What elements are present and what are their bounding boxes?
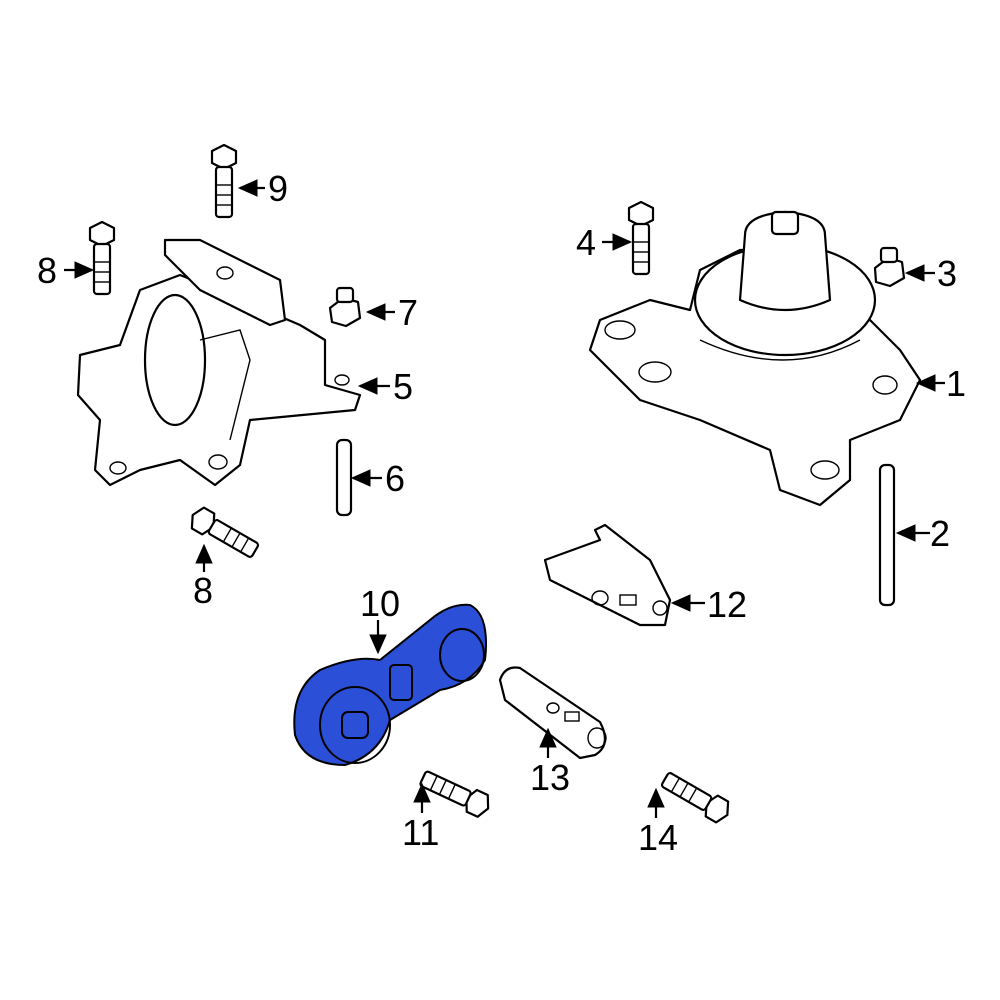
callout-1: 1 — [946, 363, 966, 404]
part-9-bolt — [210, 143, 238, 219]
part-12-bracket — [543, 523, 672, 627]
callout-9: 9 — [268, 168, 288, 209]
callout-8-bottom: 8 — [193, 570, 213, 611]
part-10-torque-rod — [293, 603, 487, 766]
callout-12: 12 — [707, 584, 747, 625]
callout-4: 4 — [576, 222, 596, 263]
callout-14: 14 — [638, 817, 678, 858]
part-2-stud — [878, 463, 896, 607]
callout-10: 10 — [360, 583, 400, 624]
callout-8-top: 8 — [37, 250, 57, 291]
callout-11: 11 — [402, 812, 439, 853]
part-7-nut — [328, 286, 362, 328]
callout-6: 6 — [385, 458, 405, 499]
part-4-bolt — [627, 200, 655, 276]
callout-13: 13 — [530, 757, 570, 798]
callout-3: 3 — [937, 253, 957, 294]
part-6-stud — [335, 438, 353, 517]
part-1-engine-mount — [588, 210, 922, 507]
callout-7: 7 — [398, 292, 418, 333]
callout-5: 5 — [393, 366, 413, 407]
part-8-bolt-bottom — [185, 503, 263, 563]
part-8-bolt-top — [88, 220, 116, 296]
part-13-sleeve — [498, 666, 607, 760]
part-3-nut — [873, 246, 906, 288]
callout-arrows — [64, 179, 945, 818]
part-5-transmission-mount — [76, 238, 362, 487]
callout-2: 2 — [930, 513, 950, 554]
